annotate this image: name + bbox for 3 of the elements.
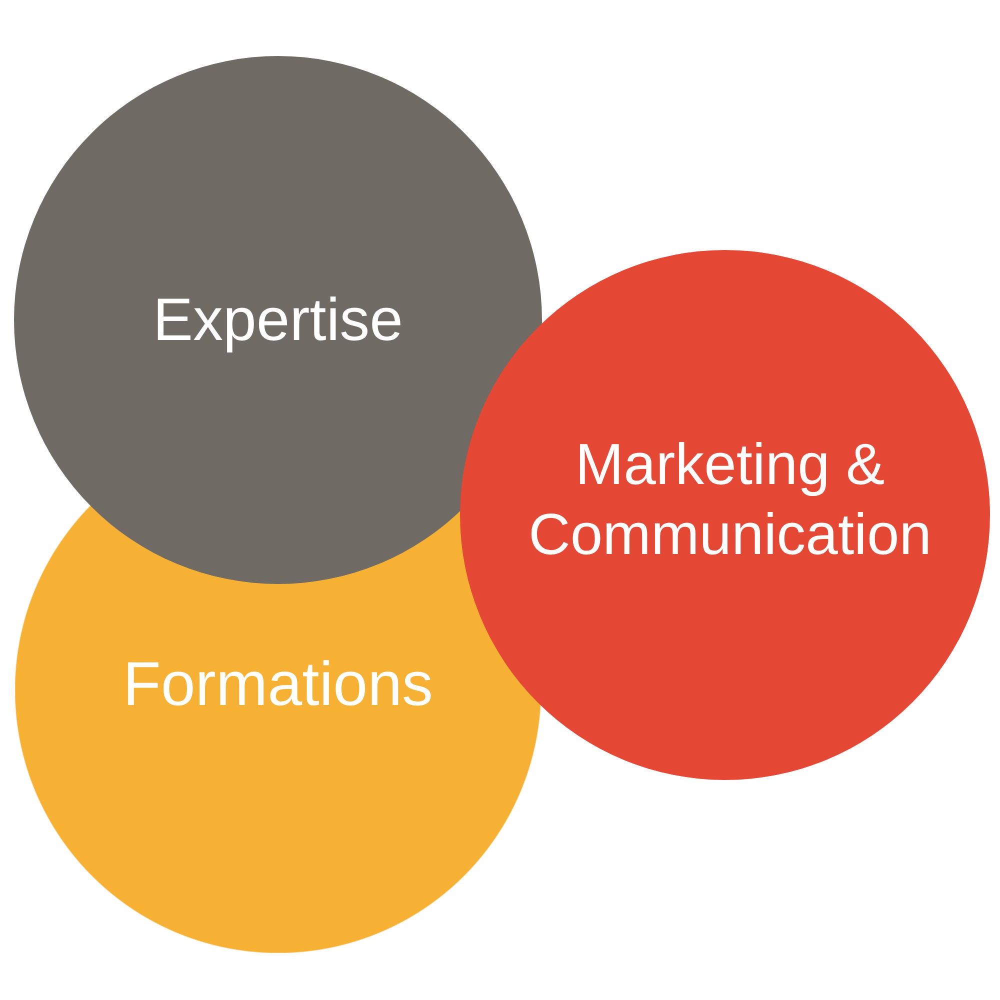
circle-label: Marketing & Communication [528,431,932,569]
circle-label: Expertise [152,285,404,355]
circle-label: Formations [122,648,434,721]
